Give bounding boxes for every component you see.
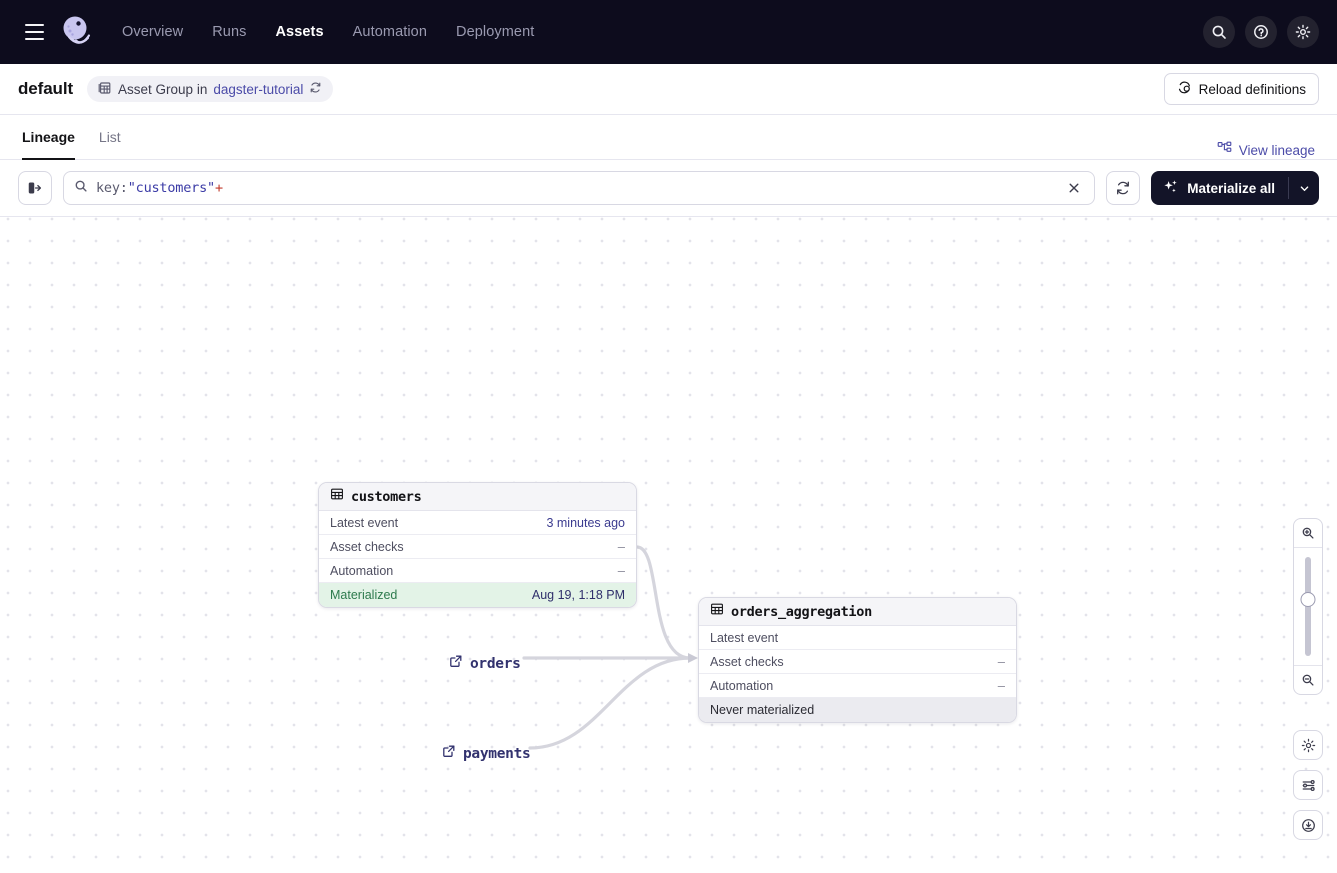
external-asset-payments[interactable]: payments [442,744,531,763]
asset-group-badge[interactable]: Asset Group in dagster-tutorial [87,76,334,102]
zoom-out-icon[interactable] [1294,666,1322,694]
zoom-controls [1293,518,1323,695]
row-value[interactable]: 3 minutes ago [546,515,625,530]
row-value: – [997,654,1005,669]
materialize-all-label: Materialize all [1187,180,1275,196]
row-value: – [997,678,1005,693]
asset-group-prefix: Asset Group in [118,81,208,97]
row-value: – [617,563,625,578]
graph-filters-icon[interactable] [1293,770,1323,800]
nav-link-deployment[interactable]: Deployment [456,24,535,40]
row-label: Asset checks [710,654,784,669]
edge-payments-to-orders-aggregation [528,656,692,750]
materialize-all-button[interactable]: Materialize all [1151,171,1288,205]
view-lineage-link[interactable]: View lineage [1217,141,1315,159]
zoom-divider [1294,665,1322,666]
external-asset-orders[interactable]: orders [449,654,521,673]
asset-node-customers[interactable]: customers Latest event 3 minutes ago Ass… [318,482,637,608]
status-label: Never materialized [710,703,815,717]
edge-arrowhead [688,653,698,663]
row-label: Latest event [710,630,779,645]
status-timestamp: Aug 19, 1:18 PM [531,588,625,602]
asset-node-orders-aggregation[interactable]: orders_aggregation Latest event Asset ch… [698,597,1017,723]
table-icon [710,602,724,621]
nav-link-assets[interactable]: Assets [275,24,324,40]
external-link-icon [449,654,463,673]
tab-lineage[interactable]: Lineage [22,115,75,160]
asset-node-title: customers [351,488,422,505]
asset-node-row-latest-event: Latest event [699,626,1016,650]
refresh-icon[interactable] [309,81,322,97]
asset-node-row-asset-checks: Asset checks – [319,535,636,559]
asset-node-row-automation: Automation – [699,674,1016,698]
main-nav-links: Overview Runs Assets Automation Deployme… [122,24,534,40]
chevron-down-icon[interactable] [1289,171,1319,205]
asset-group-link[interactable]: dagster-tutorial [213,81,304,97]
lineage-edges [522,545,698,750]
materialize-divider [1288,177,1289,199]
nav-link-overview[interactable]: Overview [122,24,184,40]
nav-link-runs[interactable]: Runs [212,24,247,40]
nav-link-automation[interactable]: Automation [352,24,428,40]
query-key: key: [96,180,128,196]
reload-definitions-label: Reload definitions [1198,81,1306,97]
top-navigation-bar: Overview Runs Assets Automation Deployme… [0,0,1337,64]
graph-settings-gear-icon[interactable] [1293,730,1323,760]
row-label: Automation [330,563,394,578]
tab-list[interactable]: List [98,129,121,145]
zoom-slider[interactable] [1294,548,1322,665]
search-input[interactable]: key:"customers"+ [63,171,1096,205]
search-icon [74,179,88,198]
graph-download-target-icon[interactable] [1293,810,1323,840]
external-asset-label: payments [463,745,531,762]
asset-group-table-icon [98,81,112,98]
nav-actions [1203,0,1319,64]
gear-icon[interactable] [1287,16,1319,48]
edge-customers-to-orders-aggregation [635,545,692,660]
refresh-button[interactable] [1106,171,1141,205]
page-subheader: default Asset Group in dagster-tutorial [0,64,1337,115]
close-icon[interactable] [1064,178,1084,198]
external-link-icon [442,744,456,763]
asset-node-row-asset-checks: Asset checks – [699,650,1016,674]
lineage-graph-canvas[interactable]: customers Latest event 3 minutes ago Ass… [0,217,1337,867]
materialize-all-button-group[interactable]: Materialize all [1151,171,1319,205]
zoom-in-icon[interactable] [1294,519,1322,547]
status-label: Materialized [330,588,398,602]
asset-node-title: orders_aggregation [731,603,872,620]
dagster-logo[interactable] [56,10,100,54]
reload-definitions-button[interactable]: Reload definitions [1163,73,1319,105]
row-label: Automation [710,678,774,693]
asset-node-row-automation: Automation – [319,559,636,583]
view-tabs: Lineage List [22,115,121,160]
help-circle-icon[interactable] [1245,16,1277,48]
asset-node-row-latest-event: Latest event 3 minutes ago [319,511,636,535]
view-lineage-label: View lineage [1238,142,1315,158]
asset-node-status-never-materialized: Never materialized [699,698,1016,722]
asset-node-status-materialized: Materialized Aug 19, 1:18 PM [319,583,636,607]
query-value: "customers" [127,180,215,196]
sparkle-icon [1163,179,1179,198]
asset-node-header: orders_aggregation [699,598,1016,626]
sidebar-expand-icon[interactable] [18,171,52,205]
search-query-text: key:"customers"+ [96,180,223,196]
view-tabs-row: Lineage List View lineage [0,115,1337,160]
search-icon[interactable] [1203,16,1235,48]
query-operator: + [214,180,223,196]
external-asset-label: orders [470,655,521,672]
zoom-divider [1294,547,1322,548]
row-label: Asset checks [330,539,404,554]
reload-definitions-icon [1177,80,1192,98]
row-label: Latest event [330,515,399,530]
row-value: – [617,539,625,554]
table-icon [330,487,344,506]
lineage-graph-icon [1217,141,1232,159]
page-title: default [18,79,74,98]
graph-toolbar: key:"customers"+ [0,160,1337,217]
hamburger-icon[interactable] [16,14,52,50]
zoom-slider-handle[interactable] [1300,592,1316,607]
asset-node-header: customers [319,483,636,511]
